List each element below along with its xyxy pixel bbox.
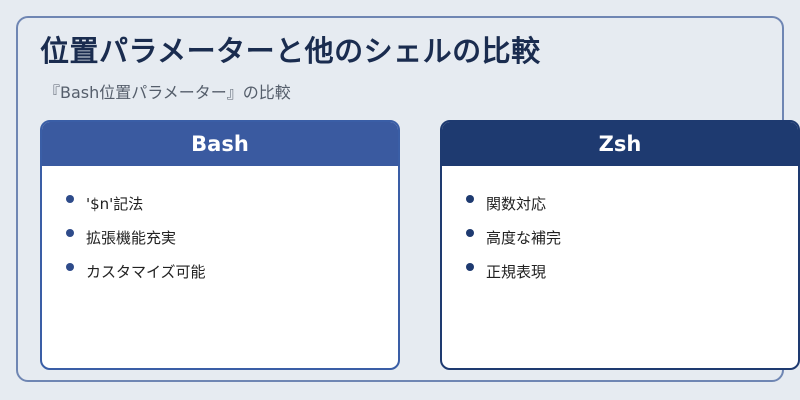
list-item: 正規表現 (466, 254, 798, 288)
zsh-card-header: Zsh (442, 122, 798, 166)
list-item: カスタマイズ可能 (66, 254, 398, 288)
list-item-label: '$n'記法 (86, 194, 144, 213)
zsh-card: Zsh 関数対応 高度な補完 正規表現 (440, 120, 800, 370)
list-item-label: 高度な補完 (486, 228, 562, 247)
list-item: 拡張機能充実 (66, 220, 398, 254)
bash-card-header: Bash (42, 122, 398, 166)
bullet-icon (466, 195, 474, 203)
bullet-icon (66, 229, 74, 237)
bash-feature-list: '$n'記法 拡張機能充実 カスタマイズ可能 (42, 166, 398, 288)
list-item-label: カスタマイズ可能 (86, 262, 206, 281)
page-title: 位置パラメーターと他のシェルの比較 (40, 34, 541, 68)
list-item: '$n'記法 (66, 186, 398, 220)
list-item: 関数対応 (466, 186, 798, 220)
bash-card: Bash '$n'記法 拡張機能充実 カスタマイズ可能 (40, 120, 400, 370)
list-item-label: 正規表現 (486, 262, 547, 281)
list-item-label: 関数対応 (486, 194, 547, 213)
bullet-icon (466, 263, 474, 271)
zsh-feature-list: 関数対応 高度な補完 正規表現 (442, 166, 798, 288)
list-item: 高度な補完 (466, 220, 798, 254)
page-subtitle: 『Bash位置パラメーター』の比較 (44, 83, 291, 102)
bullet-icon (466, 229, 474, 237)
bullet-icon (66, 195, 74, 203)
bullet-icon (66, 263, 74, 271)
list-item-label: 拡張機能充実 (86, 228, 177, 247)
